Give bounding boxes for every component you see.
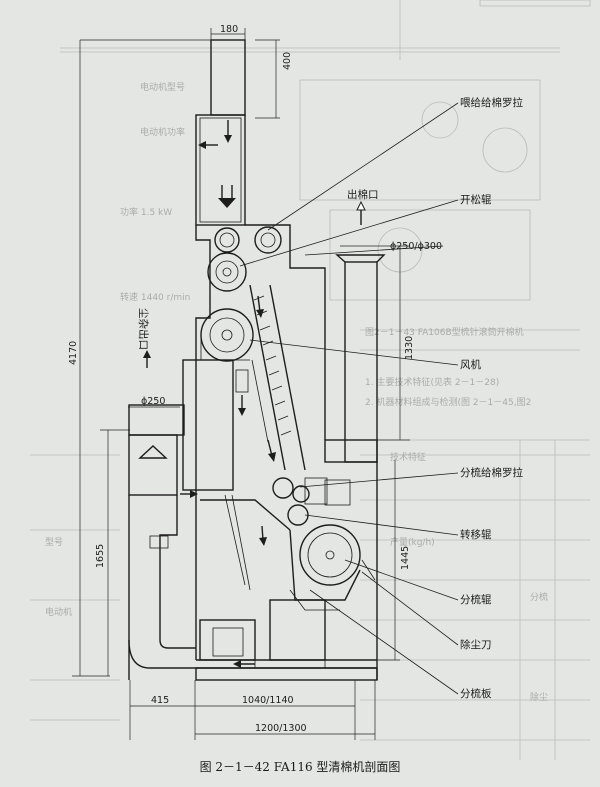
arrow-left-icon (198, 141, 218, 149)
label-transfer-roller: 转移辊 (460, 528, 492, 541)
label-opener-roller: 开松辊 (460, 193, 492, 206)
svg-text:电动机型号: 电动机型号 (140, 81, 185, 93)
figure-caption: 图 2－1－42 FA116 型清棉机剖面图 (199, 760, 401, 774)
dim-fan-dia: ϕ250/ϕ300 (390, 241, 442, 252)
arrow-up-icon (143, 350, 151, 368)
dimension-lines (72, 28, 410, 740)
dim-lower-height: 1445 (400, 546, 411, 570)
dim-top-height: 400 (282, 52, 293, 70)
label-fan: 风机 (460, 358, 481, 371)
svg-text:1. 主要技术特征(见表 2－1－28): 1. 主要技术特征(见表 2－1－28) (365, 376, 499, 388)
svg-text:技术特征: 技术特征 (390, 451, 426, 463)
svg-text:产量(kg/h): 产量(kg/h) (390, 536, 435, 548)
dim-bottom-left: 415 (151, 695, 169, 706)
dimension-texts: 180 400 4170 ϕ250/ϕ300 1330 ϕ250 1655 14… (68, 24, 442, 734)
svg-text:除尘: 除尘 (530, 691, 548, 703)
dim-bottom-total: 1200/1300 (255, 723, 307, 734)
machine-body (128, 39, 386, 681)
arrow-right-icon (180, 490, 198, 498)
svg-text:转速 1440 r/min: 转速 1440 r/min (120, 291, 190, 303)
svg-text:型号: 型号 (45, 537, 63, 548)
svg-text:图2－1－43 FA106B型梳针滚筒开棉机: 图2－1－43 FA106B型梳针滚筒开棉机 (365, 326, 524, 338)
leader-lines (239, 102, 459, 695)
flow-arrows (143, 120, 366, 668)
dim-left-height: 1655 (95, 544, 106, 568)
dim-inlet-dia: ϕ250 (141, 396, 165, 407)
arrow-down-icon (238, 395, 246, 416)
label-dust-knife: 除尘刀 (460, 638, 492, 651)
background-ghost: 图2－1－43 FA106B型梳针滚筒开棉机 1. 主要技术特征(见表 2－1－… (30, 0, 591, 760)
label-feed-roller: 喂给给棉罗拉 (460, 96, 523, 109)
svg-text:电动机功率: 电动机功率 (140, 126, 185, 138)
arrow-down-icon (224, 120, 232, 143)
svg-text:分梳: 分梳 (530, 591, 548, 603)
dim-bottom-mid: 1040/1140 (242, 695, 294, 706)
label-carding-feed-roller: 分梳给棉罗拉 (460, 466, 523, 479)
svg-text:电动机: 电动机 (45, 606, 72, 618)
arrow-down-icon (256, 295, 264, 318)
arrow-left-icon (233, 660, 255, 668)
component-labels: 喂给给棉罗拉 开松辊 风机 分梳给棉罗拉 转移辊 分梳辊 除尘刀 分梳板 出棉口… (137, 96, 523, 700)
dim-total-height: 4170 (68, 341, 79, 365)
svg-text:功率 1.5 kW: 功率 1.5 kW (120, 206, 172, 218)
arrow-down-icon (259, 525, 267, 546)
label-trash-outlet: 尘杂出口 (137, 308, 150, 350)
label-carding-plate: 分梳板 (460, 687, 492, 700)
arrow-down-icon (218, 185, 236, 208)
svg-text:2. 机器材料组成与检测(图 2－1－45,图2: 2. 机器材料组成与检测(图 2－1－45,图2 (365, 396, 531, 408)
arrow-up-icon (356, 200, 366, 225)
arrow-down-icon (267, 439, 276, 462)
label-carding-roller: 分梳辊 (460, 593, 492, 606)
label-cotton-outlet: 出棉口 (347, 188, 379, 201)
dim-top-width: 180 (220, 24, 238, 35)
dim-right-height: 1330 (404, 336, 415, 360)
